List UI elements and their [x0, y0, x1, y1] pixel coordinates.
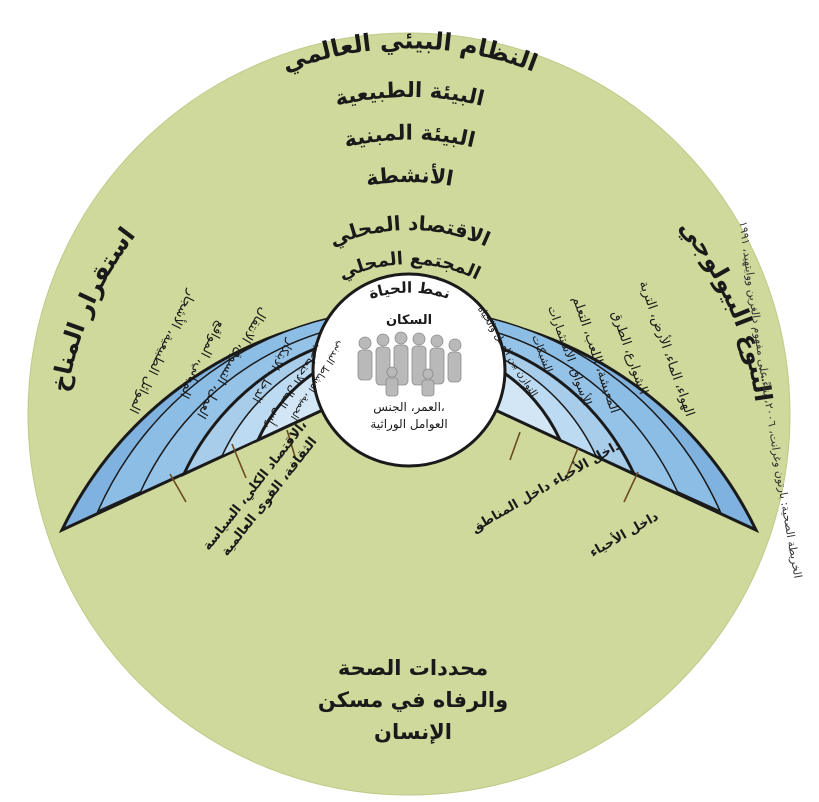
population-title: السكان: [386, 313, 432, 328]
center-line-2: العوامل الوراثية: [370, 417, 447, 432]
caption-line-2: والرفاه في مسكن: [318, 688, 508, 712]
caption-line-1: محددات الصحة: [338, 656, 488, 680]
population-circle: [313, 274, 505, 466]
caption-line-3: الإنسان: [374, 720, 452, 744]
center-line-1: العمر، الجنس،: [373, 400, 445, 415]
